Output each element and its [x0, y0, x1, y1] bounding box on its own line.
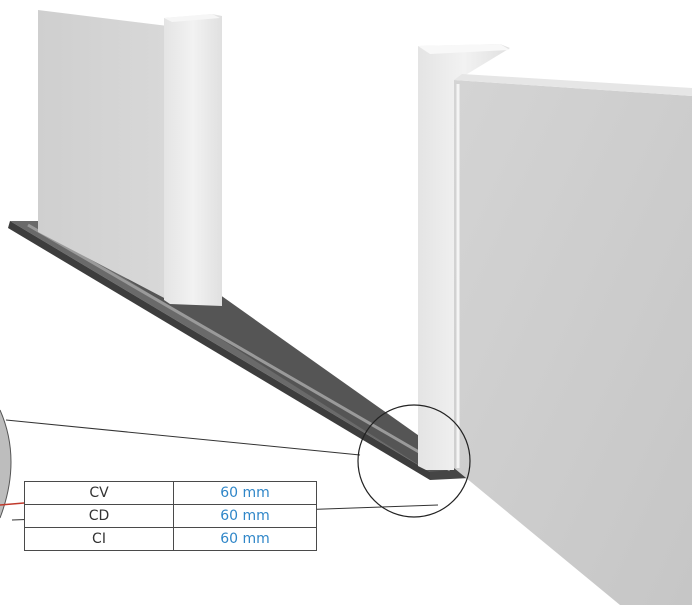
row-value: 60 mm — [173, 527, 317, 551]
left-post — [164, 14, 222, 306]
row-value: 60 mm — [173, 504, 317, 528]
row-label: CV — [24, 481, 174, 505]
row-label: CI — [24, 527, 174, 551]
left-wall-panel — [38, 10, 168, 300]
table-row: CI 60 mm — [24, 527, 317, 551]
dimension-table: CV 60 mm CD 60 mm CI 60 mm — [24, 481, 317, 551]
detail-zoom-circle-edge — [0, 409, 12, 519]
row-label: CD — [24, 504, 174, 528]
table-row: CV 60 mm — [24, 481, 317, 505]
right-wall-panel — [454, 74, 692, 605]
base-rail — [8, 221, 470, 480]
right-post — [418, 44, 510, 470]
table-row: CD 60 mm — [24, 504, 317, 528]
detail-magnifier-circle — [357, 404, 471, 518]
row-value: 60 mm — [173, 481, 317, 505]
